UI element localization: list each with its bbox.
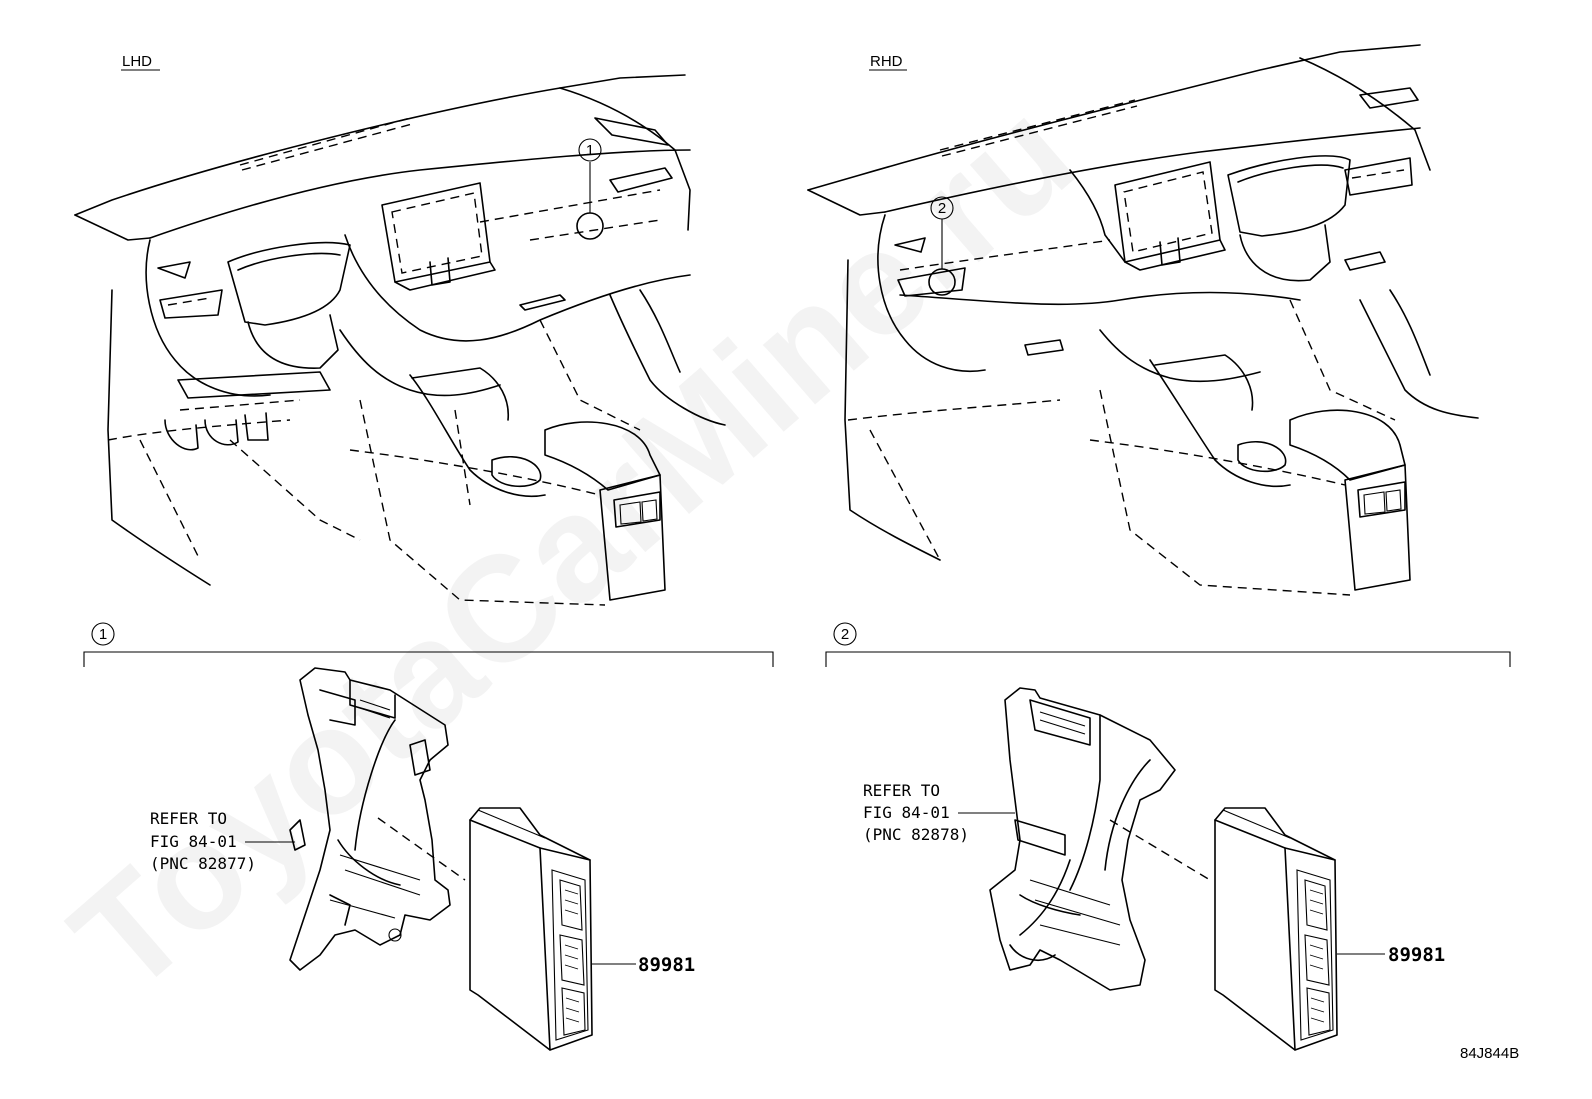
lhd-location-marker	[576, 212, 604, 240]
detail-1-part-number: 89981	[638, 954, 695, 976]
detail-2: 2 REFER TO FIG 84-01 (PNC 82878)	[825, 622, 1511, 1051]
detail-1-bracket	[83, 651, 774, 667]
lhd-callout-circle	[578, 138, 602, 162]
detail-2-ecu-module	[1214, 807, 1338, 1051]
figure-code: 84J844B	[1460, 1045, 1519, 1062]
detail-2-refer-line1: REFER TO	[863, 781, 940, 800]
detail-2-part-number: 89981	[1388, 944, 1445, 966]
detail-1-refer-line2: FIG 84-01	[150, 832, 237, 851]
detail-2-index: 2	[841, 626, 849, 643]
rhd-callout-number: 2	[938, 200, 946, 217]
detail-2-refer-line3: (PNC 82878)	[863, 825, 969, 844]
rhd-callout-circle	[930, 196, 954, 220]
detail-1: 1 REFER TO FIG 84-01 (PNC 82877)	[83, 622, 774, 1051]
detail-2-index-circle	[833, 622, 857, 646]
detail-1-ecu-module	[469, 807, 593, 1051]
detail-2-bracket-part	[989, 687, 1211, 991]
detail-1-index-circle	[91, 622, 115, 646]
detail-1-refer-line3: (PNC 82877)	[150, 854, 256, 873]
detail-1-refer-line1: REFER TO	[150, 809, 227, 828]
detail-1-index: 1	[99, 626, 107, 643]
rhd-dashboard-illustration: RHD 2	[807, 44, 1479, 596]
lhd-callout-number: 1	[586, 142, 594, 159]
lhd-dashboard-illustration: LHD 1	[74, 53, 726, 606]
rhd-label: RHD	[870, 53, 903, 70]
detail-2-bracket	[825, 651, 1511, 667]
detail-1-bracket-part	[289, 667, 466, 971]
detail-2-refer-line2: FIG 84-01	[863, 803, 950, 822]
lhd-label: LHD	[122, 53, 152, 70]
